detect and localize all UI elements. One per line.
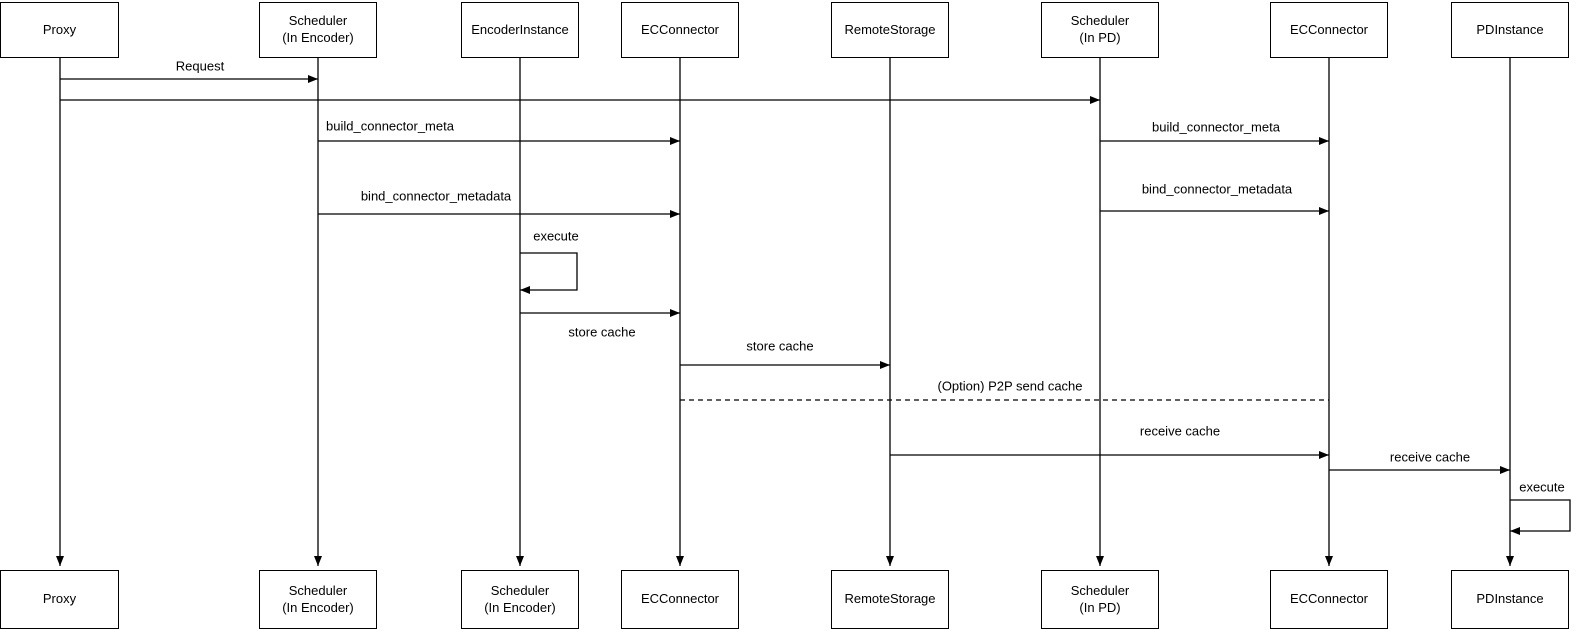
message-label-bind-connector-metadata-pd: bind_connector_metadata	[1141, 181, 1293, 197]
message-label-store-cache-to-ecconnector: store cache	[568, 324, 636, 340]
actor-bottom-pd-instance: PDInstance	[1451, 570, 1569, 629]
actor-bottom-proxy: Proxy	[0, 570, 119, 629]
actor-bottom-proxy-label: Proxy	[42, 591, 77, 607]
actor-top-remote-storage-label: RemoteStorage	[844, 21, 936, 37]
actor-bottom-scheduler-in-encoder-label: Scheduler (In Encoder)	[282, 582, 354, 615]
message-label-receive-cache-pdinstance: receive cache	[1389, 449, 1471, 465]
actor-bottom-remote-storage: RemoteStorage	[831, 570, 949, 629]
actor-top-scheduler-in-pd-label: Scheduler (In PD)	[1070, 13, 1130, 45]
actor-top-pd-instance: PDInstance	[1451, 2, 1569, 58]
self-call-execute-encoder	[520, 252, 578, 294]
actor-bottom-scheduler-in-encoder: Scheduler (In Encoder)	[259, 570, 377, 629]
message-label-store-cache-to-remotestorage: store cache	[746, 338, 814, 354]
actor-top-ec-connector-pd: ECConnector	[1270, 2, 1388, 58]
actor-bottom-scheduler-in-pd-label: Scheduler (In PD)	[1070, 582, 1130, 615]
actor-top-ec-connector-encoder: ECConnector	[621, 2, 739, 58]
actor-top-encoder-instance: EncoderInstance	[461, 2, 579, 58]
actor-top-scheduler-in-encoder: Scheduler (In Encoder)	[259, 2, 377, 58]
message-label-build-connector-meta-encoder: build_connector_meta	[326, 118, 454, 134]
message-label-build-connector-meta-pd: build_connector_meta	[1152, 119, 1280, 135]
actor-bottom-encoder-instance-label: Scheduler (In Encoder)	[484, 582, 556, 615]
actor-top-remote-storage: RemoteStorage	[831, 2, 949, 58]
actor-bottom-remote-storage-label: RemoteStorage	[844, 591, 936, 607]
actor-top-proxy: Proxy	[0, 2, 119, 58]
actor-bottom-encoder-instance: Scheduler (In Encoder)	[461, 570, 579, 629]
actor-top-pd-instance-label: PDInstance	[1476, 21, 1544, 37]
actor-bottom-scheduler-in-pd: Scheduler (In PD)	[1041, 570, 1159, 629]
message-label-p2p-send-cache: (Option) P2P send cache	[937, 378, 1083, 394]
actor-top-proxy-label: Proxy	[42, 21, 77, 37]
self-call-label-execute-encoder: execute	[533, 228, 579, 244]
message-label-receive-cache-ecconnector: receive cache	[1139, 423, 1221, 439]
actor-bottom-ec-connector-pd-label: ECConnector	[1289, 591, 1369, 607]
actor-bottom-ec-connector-encoder-label: ECConnector	[640, 591, 720, 607]
actor-bottom-ec-connector-encoder: ECConnector	[621, 570, 739, 629]
actor-bottom-ec-connector-pd: ECConnector	[1270, 570, 1388, 629]
actor-bottom-pd-instance-label: PDInstance	[1476, 591, 1544, 607]
self-call-label-execute-pd: execute	[1519, 479, 1565, 495]
actor-top-encoder-instance-label: EncoderInstance	[471, 21, 569, 37]
actor-top-scheduler-in-encoder-label: Scheduler (In Encoder)	[282, 13, 354, 45]
message-label-bind-connector-metadata-encoder: bind_connector_metadata	[360, 188, 512, 204]
message-label-request: Request	[175, 58, 225, 74]
actor-top-ec-connector-pd-label: ECConnector	[1289, 21, 1369, 37]
self-call-execute-pd	[1510, 499, 1571, 535]
actor-top-ec-connector-encoder-label: ECConnector	[640, 21, 720, 37]
actor-top-scheduler-in-pd: Scheduler (In PD)	[1041, 2, 1159, 58]
